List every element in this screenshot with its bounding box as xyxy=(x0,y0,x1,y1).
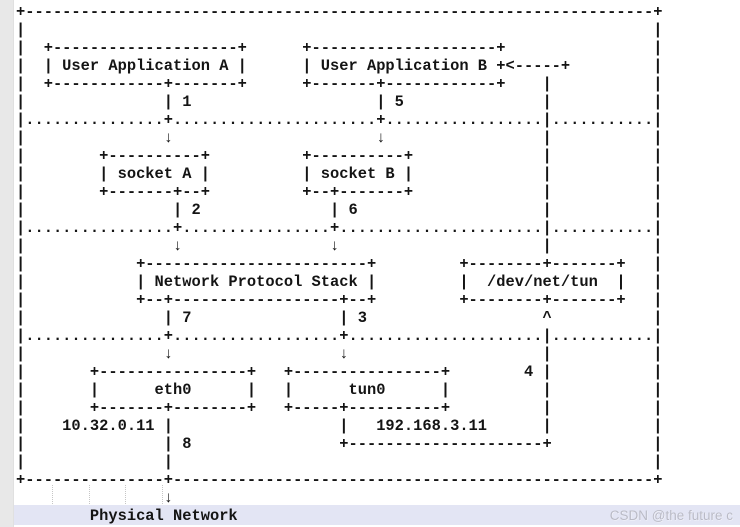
active-line-highlight xyxy=(14,505,740,525)
left-gutter xyxy=(0,0,14,527)
csdn-watermark: CSDN @the future c xyxy=(609,508,733,523)
indent-guide xyxy=(162,485,163,524)
indent-guide xyxy=(52,485,53,524)
ascii-network-diagram: +---------------------------------------… xyxy=(16,3,663,525)
indent-guide xyxy=(89,485,90,524)
indent-guide xyxy=(125,485,126,524)
